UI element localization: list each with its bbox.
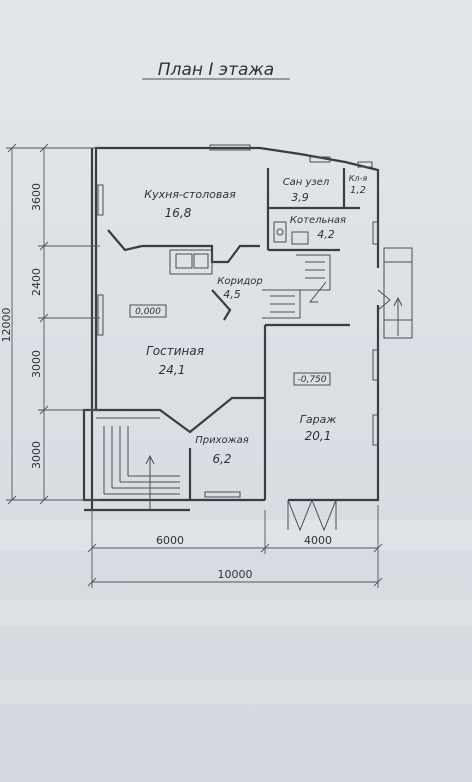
room-area-kitchen: 16,8 [165, 206, 192, 220]
glare-band [0, 600, 472, 626]
dim-vertical-total: 12000 [0, 308, 13, 343]
room-area-bath: 3,9 [291, 191, 309, 204]
level-mark-living: 0,000 [135, 307, 161, 317]
dim-horizontal-total: 10000 [218, 568, 253, 581]
room-name-living: Гостиная [146, 344, 204, 358]
room-name-boiler: Котельная [290, 215, 346, 226]
room-area-closet: 1,2 [350, 185, 366, 196]
interior-walls [96, 168, 360, 500]
chimney-block [169, 249, 213, 275]
dim-horizontal-1: 6000 [156, 534, 184, 547]
glare-band [0, 520, 472, 550]
windows [97, 144, 379, 498]
dim-vertical-3: 3000 [30, 350, 43, 378]
room-area-hall: 6,2 [212, 452, 231, 466]
room-area-garage: 20,1 [305, 429, 332, 443]
room-name-kitchen: Кухня-столовая [144, 188, 236, 201]
room-area-living: 24,1 [159, 363, 186, 377]
room-labels: Кухня-столовая 16,8 Сан узел 3,9 Кл-я 1,… [144, 174, 367, 466]
room-area-boiler: 4,2 [317, 228, 335, 241]
plan-title: План I этажа [158, 60, 274, 80]
glare-band [0, 680, 472, 704]
dim-vertical-4: 3000 [30, 441, 43, 469]
room-name-closet: Кл-я [349, 174, 368, 183]
room-area-corridor: 4,5 [223, 288, 241, 301]
level-marks: 0,000 -0,750 [129, 304, 331, 386]
boiler-equipment [273, 221, 309, 245]
porch-steps [377, 247, 413, 339]
garage-doors [287, 499, 337, 532]
room-name-bath: Сан узел [283, 177, 330, 188]
room-name-hall: Прихожая [195, 435, 249, 446]
dim-vertical-1: 3600 [30, 183, 43, 211]
dim-vertical-2: 2400 [30, 268, 43, 296]
dim-horizontal-2: 4000 [304, 534, 332, 547]
vertical-dimensions: 12000 3600 2400 3000 3000 [0, 143, 100, 505]
room-name-garage: Гараж [300, 413, 337, 426]
room-name-corridor: Коридор [217, 276, 262, 287]
entrance-stairs [96, 417, 180, 510]
level-mark-garage: -0,750 [297, 375, 326, 385]
horizontal-dimensions: 6000 4000 10000 [87, 505, 383, 588]
